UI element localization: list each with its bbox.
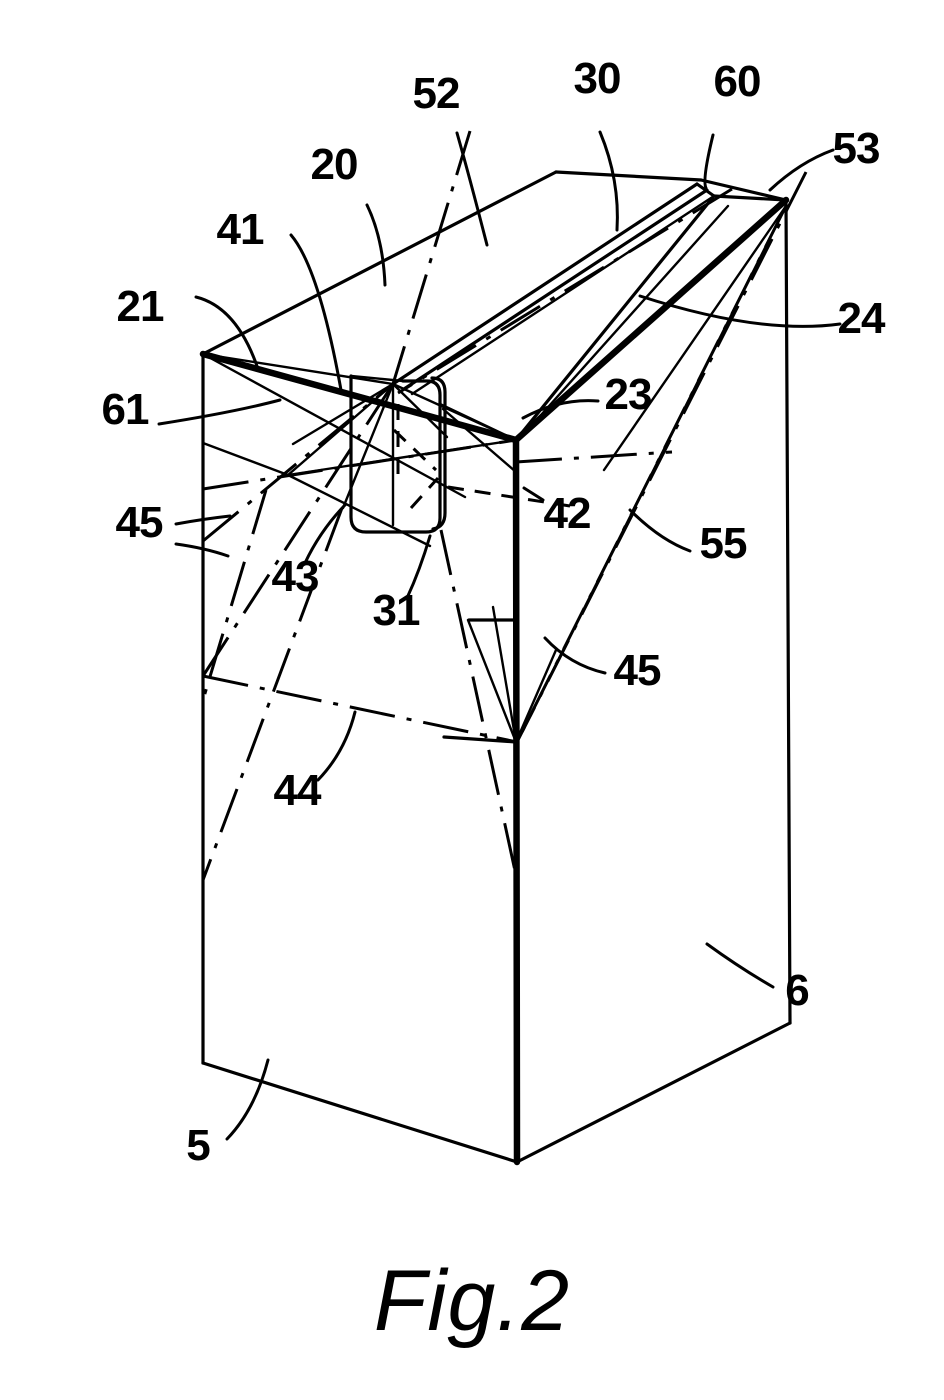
gable-left-triangle-edge-a	[201, 352, 395, 386]
leader-6	[705, 942, 775, 989]
leader-61	[157, 398, 282, 426]
gable-left-fold-g	[201, 441, 290, 477]
leader-45-right	[543, 636, 607, 675]
ref-numeral-23: 23	[605, 370, 652, 419]
leader-21	[194, 295, 259, 368]
leader-31	[405, 534, 432, 600]
leader-53	[768, 148, 835, 192]
panel-23-crease	[454, 422, 518, 442]
centerline-45-left	[202, 438, 517, 491]
spout-hidden-edge-a	[392, 428, 438, 472]
ref-numeral-6: 6	[785, 966, 808, 1015]
leader-5	[225, 1058, 270, 1141]
figure-caption: Fig.2	[374, 1253, 570, 1349]
panel-23-fold-edge	[438, 402, 518, 442]
fin-seam-third-line	[410, 194, 716, 396]
ref-numeral-42: 42	[544, 489, 591, 538]
centerline-left-descend-b	[201, 507, 344, 881]
spout-hidden-edge-c	[409, 476, 440, 510]
body-bottom-right-edge	[515, 1021, 792, 1164]
gable-left-fold-e	[286, 438, 518, 477]
ref-numeral-21: 21	[117, 282, 164, 331]
gable-left-fold-c	[286, 382, 395, 477]
ref-numeral-61: 61	[102, 385, 149, 434]
leader-45-left-b	[174, 542, 230, 558]
body-right-vertical-edge	[784, 198, 792, 1025]
carton-top-group	[199, 170, 790, 548]
ref-numeral-45-right: 45	[614, 646, 661, 695]
gable-left-fold-b	[291, 382, 395, 446]
panel-23-lower-crease	[441, 407, 518, 474]
ref-numeral-41: 41	[217, 205, 264, 254]
spout-hidden-horizontal	[447, 485, 571, 508]
centerline-43-diagonal	[201, 383, 395, 677]
reference-numeral-labels: 52 30 60 53 20 41 21 24 61 23 42 55 45 4…	[102, 54, 887, 1170]
leader-23	[521, 399, 600, 420]
centerline-42	[515, 450, 673, 464]
front-right-panel-group	[438, 402, 518, 474]
fin-seam-outer-line	[391, 182, 699, 386]
leader-30	[598, 130, 619, 232]
construction-converge-b	[514, 648, 558, 744]
centerline-52	[391, 130, 472, 385]
ref-numeral-53: 53	[833, 124, 880, 173]
ref-numeral-5: 5	[186, 1121, 210, 1170]
leader-55	[628, 508, 692, 553]
construction-converge-a	[466, 618, 518, 744]
centerline-spout-descend	[439, 529, 519, 881]
roof-panel-left-ridge	[554, 170, 703, 182]
fin-seam-inner-line	[402, 188, 709, 391]
centerline-45-lower-left	[202, 382, 394, 543]
roof-right-slope-face	[514, 194, 716, 442]
ref-numeral-30: 30	[574, 54, 621, 103]
construction-centerlines-group	[201, 130, 808, 1164]
leader-45-left-a	[174, 514, 232, 526]
ref-numeral-60: 60	[714, 57, 761, 106]
carton-body-group	[201, 198, 792, 1166]
leader-41	[289, 233, 343, 392]
leader-60	[703, 133, 715, 190]
centerline-44	[202, 674, 518, 744]
gable-left-fold-f	[286, 473, 432, 548]
gable-left-fold-a	[201, 352, 467, 499]
centerline-60	[397, 187, 733, 395]
ref-numeral-52: 52	[413, 69, 460, 118]
construction-short-tick-bottom	[442, 735, 518, 744]
leader-lines-group	[157, 130, 842, 1141]
leader-44	[316, 710, 357, 782]
roof-ridge-line-upper	[699, 178, 788, 202]
leader-20	[365, 203, 387, 287]
ref-numeral-31: 31	[373, 586, 420, 635]
ref-numeral-43: 43	[272, 552, 319, 601]
roof-right-back-edge	[712, 194, 788, 202]
centerline-left-descend	[201, 489, 268, 701]
spout-diagonal-crease	[391, 382, 449, 439]
fin-top-closing-edge	[695, 182, 716, 198]
roof-panel-left-slope	[201, 170, 558, 356]
leader-24	[638, 294, 842, 328]
ref-numeral-44: 44	[274, 766, 322, 815]
leader-43	[303, 503, 347, 565]
roof-right-slope-face-lower	[522, 204, 730, 436]
body-bottom-left-edge	[201, 1061, 519, 1164]
cone-line-right-b	[602, 204, 788, 472]
ref-numeral-55: 55	[700, 519, 747, 568]
leader-52	[455, 131, 489, 247]
ref-numeral-24: 24	[838, 294, 886, 343]
ref-numeral-45-left: 45	[116, 498, 163, 547]
ref-numeral-20: 20	[311, 140, 358, 189]
top-front-right-rim-edge	[512, 196, 790, 444]
construction-converge-c	[491, 605, 518, 744]
leader-42	[522, 486, 545, 502]
